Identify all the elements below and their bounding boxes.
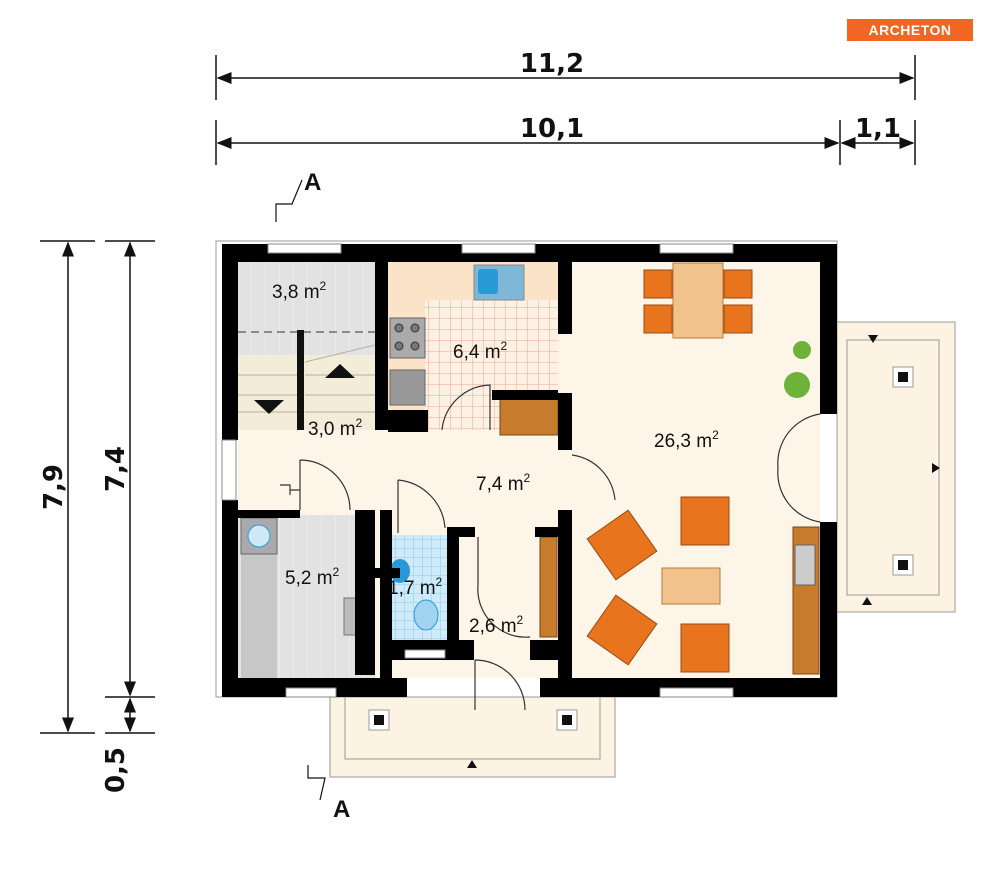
area-laundry: 5,2 m2 (285, 565, 340, 589)
stove-icon (389, 317, 426, 359)
stairs-down-arrow-icon (254, 400, 284, 414)
dim-main-depth: 7,4 (101, 446, 131, 492)
front-porch (329, 696, 616, 778)
dim-total-width: 11,2 (520, 49, 584, 79)
stairs-up-arrow-icon (325, 364, 355, 378)
dim-porch-depth: 0,5 (101, 747, 131, 793)
dining-set (643, 262, 753, 339)
archeton-logo: ARCHETON (847, 19, 973, 41)
section-label-bottom: A (333, 796, 350, 823)
area-kitchen: 6,4 m2 (453, 339, 508, 363)
area-living-room: 26,3 m2 (654, 428, 719, 452)
cabinet (499, 397, 559, 436)
windows (221, 243, 734, 698)
toilet-icon (413, 599, 439, 631)
room-labels: 3,8 m2 6,4 m2 3,0 m2 26,3 m2 7,4 m2 5,2 … (272, 279, 719, 637)
dimension-lines (40, 55, 916, 734)
dim-terrace-width: 1,1 (855, 114, 901, 144)
area-hall: 7,4 m2 (476, 471, 531, 495)
area-stair-room: 3,8 m2 (272, 279, 327, 303)
lounge-set (586, 496, 730, 673)
doors (280, 384, 821, 711)
section-mark-bottom (307, 765, 326, 801)
dim-total-depth: 7,9 (39, 464, 69, 510)
wardrobe (539, 536, 558, 638)
right-terrace (836, 321, 956, 613)
fridge-icon (389, 369, 426, 406)
area-stairs: 3,0 m2 (308, 416, 363, 440)
dim-main-width: 10,1 (520, 114, 584, 144)
section-mark-top (275, 179, 303, 222)
section-label-top: A (304, 169, 321, 196)
plant-icon (784, 341, 811, 398)
area-wc: 1,7 m2 (388, 575, 443, 599)
area-vestibule: 2,6 m2 (469, 613, 524, 637)
